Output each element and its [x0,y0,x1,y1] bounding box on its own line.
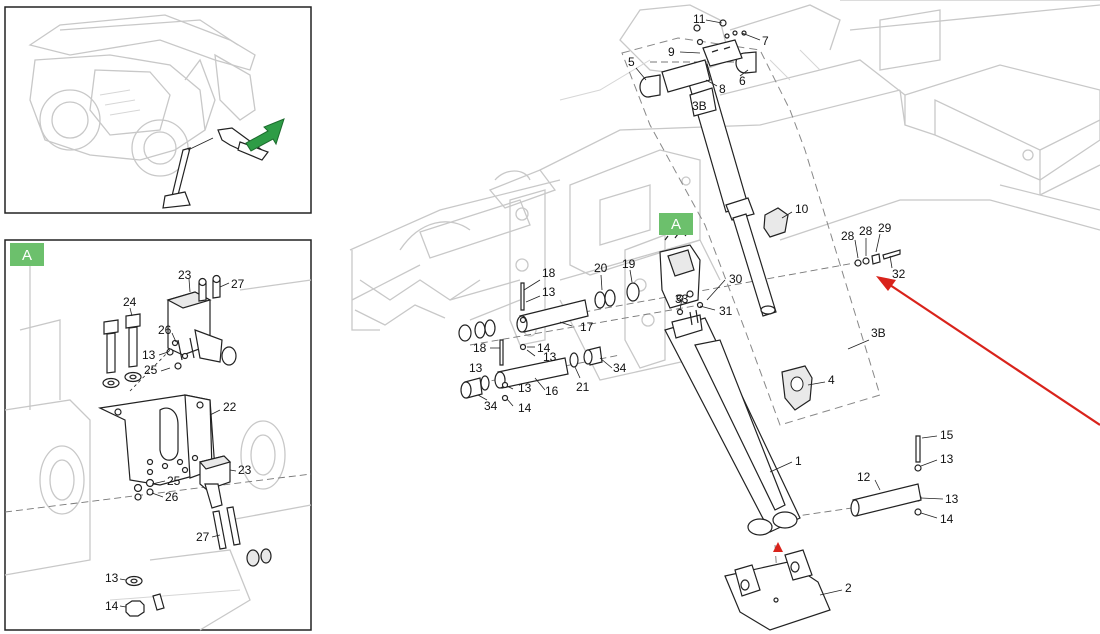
callout-label: 33 [675,292,689,306]
callout-label: 13 [945,492,959,506]
detail-a-panel: A [4,239,312,631]
callout-label: 5 [628,55,635,69]
clevis-4 [781,365,813,411]
callout-label: 22 [223,400,237,414]
callout-label: 21 [576,380,590,394]
callout-label: 19 [622,257,636,271]
callout-label: 7 [762,34,769,48]
svg-text:A: A [671,216,681,233]
callout-label: 20 [594,261,608,275]
callout-label: 1 [795,454,802,468]
callout-label: 28 [859,224,873,238]
svg-text:A: A [22,247,32,264]
inset-callouts: 23 27 24 26 13 25 22 23 25 26 27 13 14 [105,268,252,613]
inset-leaders [119,278,237,608]
callout-label: 27 [231,277,245,291]
outrigger-arm-1 [664,314,801,536]
bolts-24 [103,313,141,374]
green-arrow [245,118,285,152]
callout-label: 26 [165,490,179,504]
red-pointer-small [773,542,783,552]
callout-label: 13 [142,348,156,362]
inset-a-badge: A [10,243,44,266]
callout-label: 15 [940,428,954,442]
callout-label: 31 [719,304,733,318]
callout-label: 13 [518,381,532,395]
callout-label: 12 [857,470,871,484]
foot-pad-2 [724,549,831,631]
callout-label: 13 [543,350,557,364]
callout-label: 18 [542,266,556,280]
red-arrow [876,276,1100,426]
sensor-bracket-main [659,231,701,309]
callout-label: 27 [196,530,210,544]
callout-label: 16 [545,384,559,398]
main-a-badge: A [659,213,693,235]
main-drawing: A [349,0,1100,631]
pins-27-bottom [212,506,272,567]
callout-label: 17 [580,320,594,334]
callout-label: 14 [518,401,532,415]
main-leaders [477,19,944,596]
bushings-misc [458,282,640,399]
callout-label: 3B [871,326,886,340]
cylinder-3b [661,39,777,317]
pin-12 [850,483,922,517]
callout-label: 14 [940,512,954,526]
frame-ghost [4,260,312,631]
callout-label: 13 [542,285,556,299]
callout-label: 3B [692,99,707,113]
bracket-22 [97,394,216,486]
hardware-28-29-32 [854,249,901,267]
pin-17 [516,299,589,333]
callout-label: 24 [123,295,137,309]
callout-label: 30 [729,272,743,286]
callout-label: 14 [105,599,119,613]
callout-label: 28 [841,229,855,243]
screws-27-top [198,274,221,302]
callout-label: 25 [167,474,181,488]
callout-label: 11 [693,12,706,26]
callout-label: 29 [878,221,892,235]
callout-label: 23 [178,268,192,282]
callout-label: 26 [158,323,172,337]
callout-label: 13 [940,452,954,466]
callout-label: 32 [892,267,906,281]
callout-label: 4 [828,373,835,387]
sensor-23-bottom [198,455,232,509]
callout-label: 6 [739,74,746,88]
outrigger-highlight [162,127,269,209]
callout-label: 18 [473,341,487,355]
callout-label: 2 [845,581,852,595]
callout-label: 25 [144,363,158,377]
callout-label: 34 [484,399,498,413]
main-callouts: 11 7 9 5 6 8 3B 10 28 28 29 32 18 20 19 … [469,12,959,595]
callout-label: 13 [469,361,483,375]
callout-label: 14 [537,341,551,355]
callout-label: 13 [105,571,119,585]
washers-inset [102,339,189,617]
telehandler-ghost [28,14,256,177]
callout-label: 9 [668,45,675,59]
callout-label: 10 [795,202,809,216]
overview-panel [4,6,312,214]
pin-16 [494,357,569,389]
callout-label: 23 [238,463,252,477]
callout-label: 8 [719,82,726,96]
pad-10 [763,207,789,238]
callout-label: 34 [613,361,627,375]
